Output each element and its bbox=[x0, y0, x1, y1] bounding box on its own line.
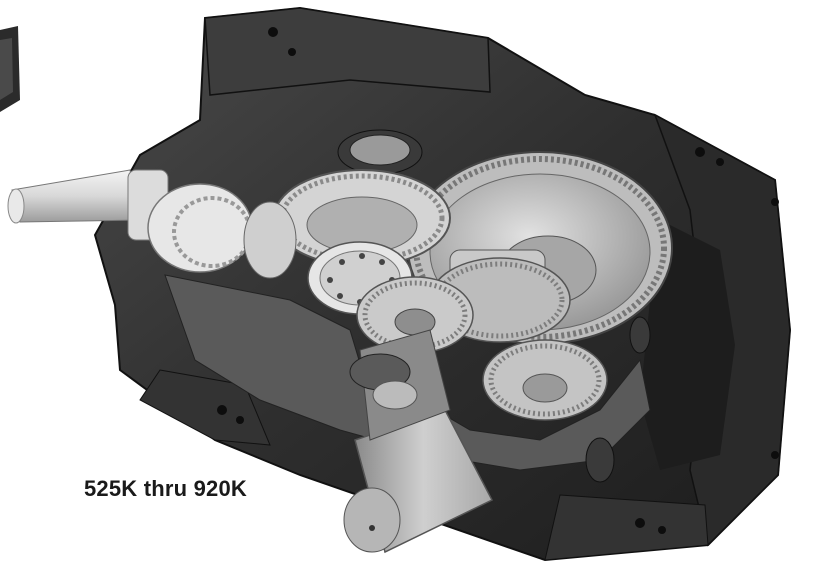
bevel-gear bbox=[273, 169, 451, 267]
upper-bearing bbox=[337, 129, 423, 175]
helical-gear-cluster bbox=[356, 249, 608, 421]
housing-fragment bbox=[0, 26, 20, 112]
input-shaft bbox=[7, 169, 297, 279]
model-range-caption: 525K thru 920K bbox=[84, 476, 247, 501]
lower-bearing bbox=[372, 316, 651, 483]
